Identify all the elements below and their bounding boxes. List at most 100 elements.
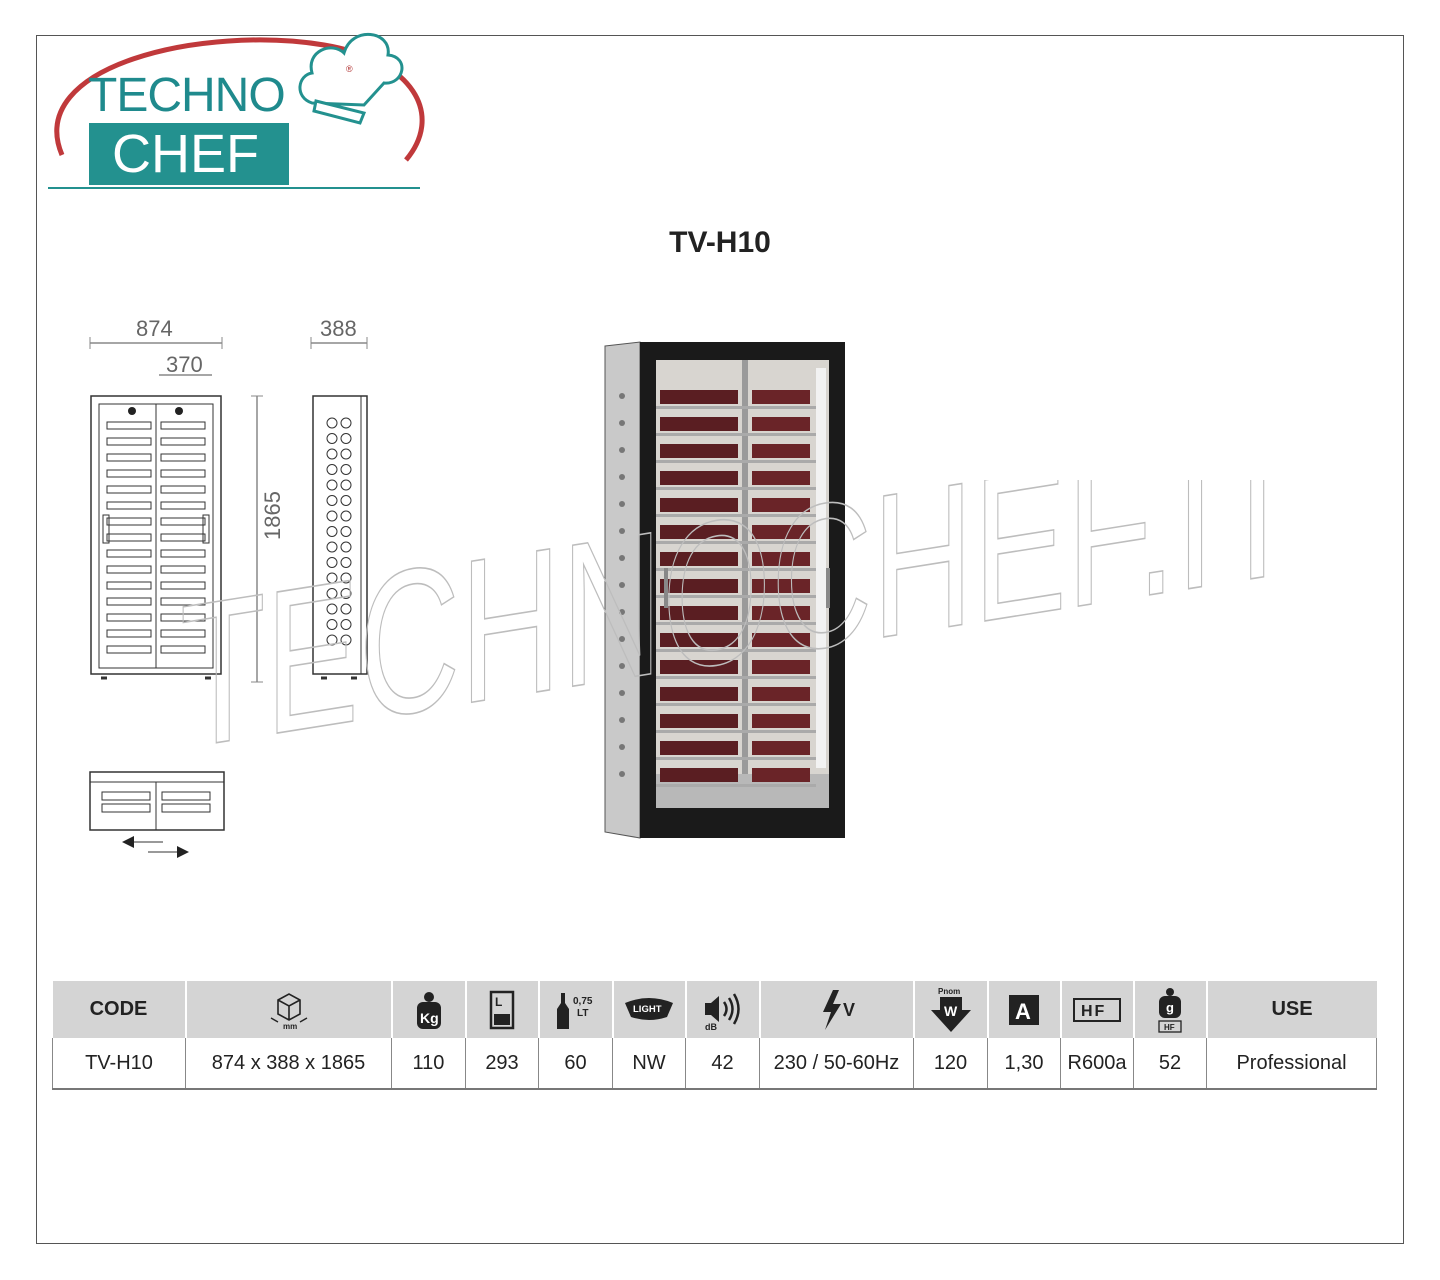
- header-power: Pnom W: [912, 981, 988, 1038]
- drawing-bottle-end: [326, 541, 338, 553]
- drawing-bottle: [160, 549, 206, 558]
- dim-width: 874: [136, 316, 173, 341]
- drawing-bottle: [160, 597, 206, 606]
- photo-bottle: [660, 660, 738, 674]
- drawing-bottle-end: [326, 510, 338, 522]
- photo-bottle: [752, 444, 810, 458]
- dim-inner: 370: [166, 352, 203, 377]
- drawing-bottle: [106, 549, 152, 558]
- drawing-bottle: [106, 565, 152, 574]
- header-db: dB: [705, 1022, 717, 1032]
- drawing-bottle: [106, 613, 152, 622]
- cell-power: 120: [913, 1038, 988, 1090]
- drawing-bottle-end: [340, 619, 352, 630]
- photo-shelf: [656, 649, 816, 652]
- photo-bottle: [660, 768, 738, 782]
- photo-side-peg: [619, 771, 625, 777]
- photo-bottle: [752, 417, 810, 431]
- photo-shelf: [656, 406, 816, 409]
- photo-bottle: [752, 552, 810, 566]
- drawing-bottle: [106, 469, 152, 478]
- drawing-bottle-end: [326, 572, 338, 584]
- drawing-bottle-end: [326, 464, 338, 475]
- drawing-bottle: [160, 629, 206, 638]
- photo-side-peg: [619, 501, 625, 507]
- ampere-icon: A: [1009, 994, 1039, 1025]
- drawing-bottle: [106, 533, 152, 542]
- header-code: CODE: [52, 981, 186, 1038]
- cell-current: 1,30: [987, 1038, 1061, 1090]
- cell-weight: 110: [391, 1038, 466, 1090]
- header-bottle-size: 0,75: [573, 996, 593, 1007]
- drawing-bottle-end: [340, 433, 352, 444]
- cell-refrigerant: R600a: [1060, 1038, 1134, 1090]
- photo-shelf: [656, 460, 816, 463]
- photo-shelf: [656, 730, 816, 733]
- drawing-bottle-end: [326, 495, 338, 506]
- drawing-bottle: [106, 437, 152, 446]
- header-pnom: Pnom: [938, 987, 960, 996]
- cell-gas-weight: 52: [1133, 1038, 1207, 1090]
- cell-voltage: 230 / 50-60Hz: [759, 1038, 914, 1090]
- photo-bottle: [752, 471, 810, 485]
- photo-bottle: [660, 552, 738, 566]
- power-arrow-icon: Pnom W: [930, 987, 971, 1032]
- drawing-bottle: [160, 437, 206, 446]
- photo-bottle: [660, 714, 738, 728]
- photo-side-peg: [619, 663, 625, 669]
- header-gas-weight: g HF: [1132, 981, 1207, 1038]
- table-row: TV-H10 874 x 388 x 1865 110 293 60 NW 42…: [52, 1038, 1377, 1090]
- drawing-bottle: [160, 533, 206, 542]
- weight-icon: Kg: [416, 991, 441, 1029]
- drawing-bottle-end: [340, 495, 352, 506]
- drawing-bottle-end: [326, 448, 338, 460]
- drawing-bottle: [160, 517, 206, 526]
- photo-side-peg: [619, 744, 625, 750]
- photo-bottle: [660, 579, 738, 593]
- photo-shelf: [656, 784, 816, 787]
- header-hf: HF: [1081, 1003, 1106, 1020]
- drawing-bottle: [160, 581, 206, 590]
- bottle-icon: 0,75 LT: [556, 992, 593, 1029]
- drawing-bottle: [160, 469, 206, 478]
- spec-table: CODE mm Kg L: [52, 981, 1377, 1090]
- drawing-bottle-end: [326, 619, 338, 630]
- header-use: USE: [1205, 981, 1377, 1038]
- top-view-drawing: [89, 771, 225, 858]
- cell-code: TV-H10: [52, 1038, 186, 1090]
- photo-bottle: [660, 444, 738, 458]
- drawing-bottle: [160, 501, 206, 510]
- photo-side-peg: [619, 474, 625, 480]
- header-noise: dB: [684, 981, 760, 1038]
- header-g: g: [1166, 1000, 1174, 1015]
- logo-graphic: [48, 33, 425, 189]
- drawing-bottle: [106, 501, 152, 510]
- cell-bottles: 60: [538, 1038, 613, 1090]
- drawing-bottle: [160, 565, 206, 574]
- header-a: A: [1015, 999, 1031, 1024]
- photo-shelf: [656, 433, 816, 436]
- photo-bottle: [752, 741, 810, 755]
- photo-bottle: [752, 768, 810, 782]
- header-kg: Kg: [420, 1010, 439, 1026]
- photo-bottle: [660, 525, 738, 539]
- drawing-bottle-end: [340, 448, 352, 460]
- drawing-bottle-end: [340, 510, 352, 522]
- photo-bottle: [752, 633, 810, 647]
- spec-header-row: CODE mm Kg L: [52, 981, 1377, 1038]
- drawing-bottle: [160, 421, 206, 430]
- photo-bottle: [660, 390, 738, 404]
- drawing-bottle-end: [326, 557, 338, 568]
- photo-bottle: [660, 687, 738, 701]
- drawing-bottle-end: [326, 634, 338, 646]
- side-view-drawing: [310, 337, 368, 680]
- header-hf-small: HF: [1164, 1023, 1175, 1032]
- photo-bottle: [752, 390, 810, 404]
- drawing-bottle-end: [340, 526, 352, 537]
- hf-gas-icon: HF: [1073, 997, 1121, 1022]
- height-dim-line: [251, 395, 263, 683]
- photo-bottle: [752, 714, 810, 728]
- drawing-bottle: [160, 485, 206, 494]
- drawing-bottle: [106, 629, 152, 638]
- header-light: LIGHT: [611, 981, 686, 1038]
